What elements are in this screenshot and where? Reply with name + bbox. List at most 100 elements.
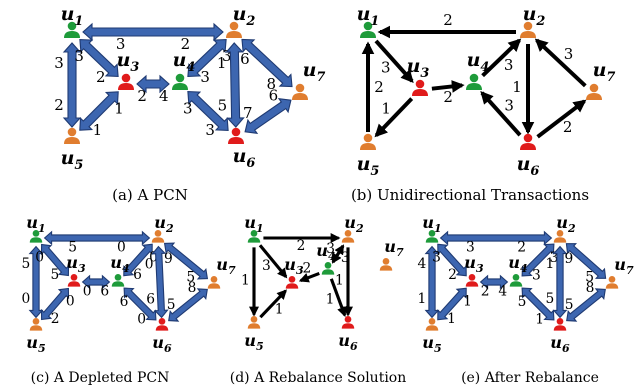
balance-u5-side: 2 xyxy=(54,96,64,114)
amount-u2-to-u1: 2 xyxy=(443,11,453,29)
payment-u4-to-u2 xyxy=(331,244,345,263)
balance-u3-side: 1 xyxy=(114,99,124,117)
channel-u7-u6 xyxy=(244,97,292,135)
caption-d: (d) A Rebalance Solution xyxy=(230,370,407,386)
channel-u2-u7 xyxy=(163,242,209,280)
node-label-u5: u5 xyxy=(357,153,380,179)
amount-u4-to-u2: 3 xyxy=(504,56,514,74)
node-label-u2: u2 xyxy=(154,213,174,235)
node-label-u5: u5 xyxy=(422,333,441,355)
user-icon-u1 xyxy=(360,21,376,38)
balance-u5-side: 0 xyxy=(22,291,31,307)
balance-u2-side: 1 xyxy=(546,256,555,272)
user-icon-u7 xyxy=(586,83,602,100)
balance-u2-side: 2 xyxy=(517,240,526,256)
balance-u6-side: 5 xyxy=(218,96,228,114)
channel-u4-u2 xyxy=(123,243,153,277)
payment-u4-to-u3 xyxy=(298,271,320,283)
user-icon-u2 xyxy=(341,229,355,243)
channel-u1-u5 xyxy=(424,245,440,319)
user-icon-u4 xyxy=(466,73,482,90)
user-icon-u5 xyxy=(360,133,376,150)
balance-u6-side: 1 xyxy=(535,312,544,328)
balance-u3-side: 5 xyxy=(51,267,60,283)
user-icon-u1 xyxy=(29,229,43,243)
balance-u5-side: 1 xyxy=(447,311,456,327)
user-icon-u6 xyxy=(341,315,355,329)
balance-u4-side: 3 xyxy=(532,268,541,284)
caption-c: (c) A Depleted PCN xyxy=(31,370,170,386)
channel-u1-u5 xyxy=(28,245,44,319)
amount-u7-to-u2: 3 xyxy=(564,45,574,63)
user-icon-u4 xyxy=(321,261,335,275)
balance-u1-side: 3 xyxy=(466,240,475,256)
node-label-u5: u5 xyxy=(244,331,263,353)
amount-u1-to-u3: 3 xyxy=(262,258,271,274)
amount-u1-to-u5: 1 xyxy=(241,273,250,289)
channel-u4-u6 xyxy=(123,287,157,321)
channel-u2-u7 xyxy=(565,243,607,279)
user-icon-u7 xyxy=(292,83,308,100)
balance-u3-side: 0 xyxy=(83,284,92,300)
user-icon-u1 xyxy=(247,229,261,243)
balance-u2-side: 0 xyxy=(117,240,126,256)
balance-u7-side: 8 xyxy=(267,75,277,93)
node-label-u1: u1 xyxy=(244,213,263,235)
user-icon-u5 xyxy=(247,315,261,329)
user-icon-u2 xyxy=(553,229,567,243)
node-label-u4: u4 xyxy=(173,49,196,75)
user-icon-u4 xyxy=(509,273,523,287)
node-label-u4: u4 xyxy=(467,49,490,75)
channel-u1-u3 xyxy=(437,243,467,277)
node-label-u6: u6 xyxy=(338,331,358,353)
user-icon-u6 xyxy=(520,133,536,150)
balance-u3-side: 1 xyxy=(463,294,472,310)
channel-u7-u6 xyxy=(168,288,208,322)
user-icon-u4 xyxy=(111,273,125,287)
node-label-u4: u4 xyxy=(508,253,527,275)
payment-u3-to-u5 xyxy=(374,97,414,138)
caption-a: (a) A PCN xyxy=(112,186,188,204)
channel-u4-u2 xyxy=(187,39,227,77)
balance-u4-side: 6 xyxy=(120,294,129,310)
node-label-u4: u4 xyxy=(110,253,129,275)
balance-u6-side: 5 xyxy=(565,297,574,313)
payment-u7-to-u2 xyxy=(534,38,587,88)
amount-u2-to-u4: 3 xyxy=(326,241,335,257)
user-icon-u2 xyxy=(151,229,165,243)
node-label-u1: u1 xyxy=(357,3,380,29)
node-label-u6: u6 xyxy=(152,333,172,355)
balance-u7-side: 5 xyxy=(186,270,195,286)
node-label-u5: u5 xyxy=(61,147,84,173)
channel-u1-u5 xyxy=(62,42,82,128)
node-label-u7: u7 xyxy=(216,255,236,277)
balance-u5-side: 2 xyxy=(51,311,60,327)
payment-u3-to-u4 xyxy=(431,80,465,93)
channel-u2-u6 xyxy=(225,42,245,128)
channel-u4-u6 xyxy=(521,287,555,321)
node-label-u6: u6 xyxy=(550,333,570,355)
balance-u3-side: 2 xyxy=(448,267,457,283)
payment-u5-to-u3 xyxy=(259,289,287,319)
balance-u1-side: 3 xyxy=(432,250,441,266)
balance-u1-side: 3 xyxy=(74,47,84,65)
amount-u2-to-u6: 1 xyxy=(335,273,344,289)
balance-u2-side: 6 xyxy=(240,50,250,68)
user-icon-u3 xyxy=(67,273,81,287)
channel-u5-u3 xyxy=(79,91,119,131)
channel-u1-u2 xyxy=(439,230,553,246)
amount-u4-to-u3: 2 xyxy=(303,261,312,277)
balance-u1-side: 5 xyxy=(22,256,31,272)
node-label-u2: u2 xyxy=(523,3,546,29)
balance-u4-side: 6 xyxy=(100,284,109,300)
balance-u4-side: 4 xyxy=(498,284,507,300)
node-label-u7: u7 xyxy=(593,59,616,85)
user-icon-u5 xyxy=(425,317,439,331)
channel-u2-u6 xyxy=(151,245,169,319)
channel-u2-u7 xyxy=(241,38,293,88)
balance-u7-side: 6 xyxy=(269,87,279,105)
balance-u4-side: 4 xyxy=(159,87,169,105)
amount-u1-to-u3: 3 xyxy=(381,58,391,76)
